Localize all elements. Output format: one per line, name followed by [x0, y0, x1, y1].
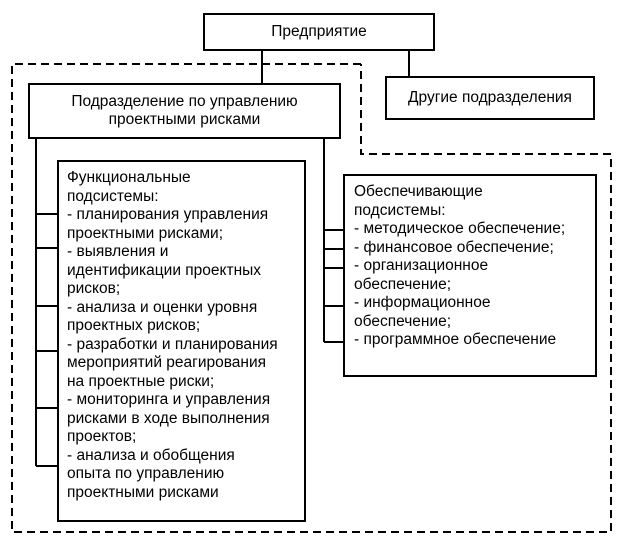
functional-heading: Функциональные подсистемы:	[67, 169, 191, 205]
support-heading: Обеспечивающие подсистемы:	[354, 183, 483, 219]
functional-item-analysis: - анализа и оценки уровня проектных риск…	[67, 298, 258, 335]
other-divisions-box: Другие подразделения	[385, 76, 595, 120]
support-item-software: - программное обеспечение	[354, 331, 557, 348]
functional-item-planning: - планирования управления проектными рис…	[67, 206, 269, 242]
enterprise-label: Предприятие	[271, 22, 367, 40]
support-subsystems-box: Обеспечивающие подсистемы: - методическо…	[343, 174, 597, 377]
enterprise-box: Предприятие	[203, 13, 435, 51]
functional-subsystems-box: Функциональные подсистемы: - планировани…	[57, 160, 306, 522]
functional-item-generalization: - анализа и обобщения опыта по управлени…	[67, 446, 235, 501]
functional-list: - планирования управления проектными рис…	[67, 206, 304, 502]
support-item-methodical: - методическое обеспечение;	[354, 220, 566, 237]
support-item-informational: - информационное обеспечение;	[354, 294, 491, 330]
division-dashed-boundary	[11, 63, 612, 533]
functional-ticks	[36, 213, 57, 467]
risk-division-label: Подразделение по управлению проектными р…	[71, 92, 298, 129]
functional-item-response: - разработки и планирования мероприятий …	[67, 335, 278, 390]
functional-item-monitoring: - мониторинга и управления рисками в ход…	[67, 391, 271, 445]
other-divisions-label: Другие подразделения	[408, 88, 572, 106]
support-item-financial: - финансовое обеспечение;	[354, 238, 554, 256]
support-list: - методическое обеспечение; - финансовое…	[354, 220, 595, 350]
support-ticks	[324, 229, 343, 343]
functional-item-identification: - выявления и идентификации проектных ри…	[67, 243, 262, 297]
risk-division-box: Подразделение по управлению проектными р…	[28, 83, 341, 139]
support-item-organizational: - организационное обеспечение;	[354, 257, 489, 293]
